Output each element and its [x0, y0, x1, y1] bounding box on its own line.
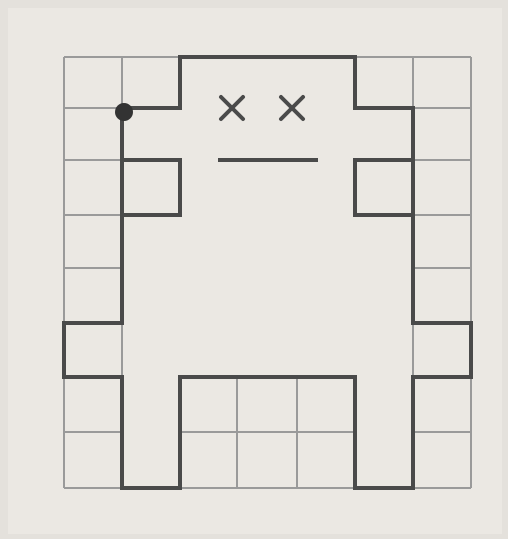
paper-sheet — [8, 8, 502, 534]
dot-icon — [115, 103, 133, 121]
